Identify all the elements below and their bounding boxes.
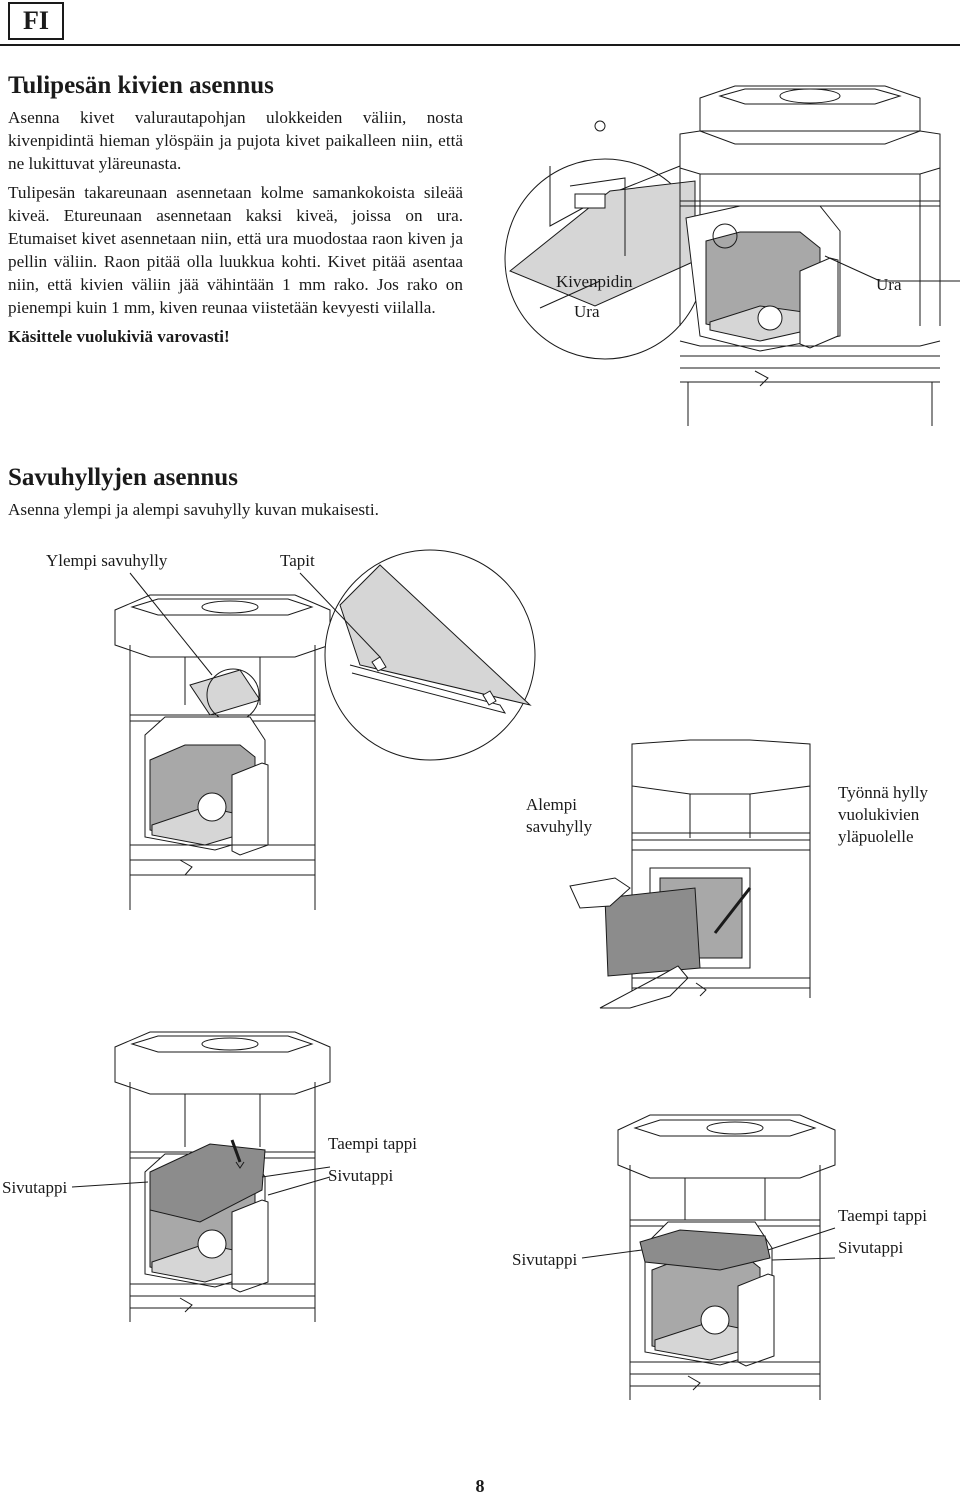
label-ylempi-savuhylly: Ylempi savuhylly <box>46 551 168 570</box>
stove-illustration <box>0 1022 440 1322</box>
section1-body: Asenna kivet valurautapohjan ulokkeiden … <box>8 106 463 347</box>
label-line: Työnnä hylly <box>838 783 928 802</box>
paragraph: Asenna kivet valurautapohjan ulokkeiden … <box>8 108 463 173</box>
label-ura-left: Ura <box>574 302 600 321</box>
label-alempi-savuhylly: Alempi savuhylly <box>526 794 592 838</box>
label-ura-right: Ura <box>876 275 902 294</box>
label-tyonna-hylly: Työnnä hylly vuolukivien yläpuolelle <box>838 782 928 848</box>
figure-upper-shelf: Ylempi savuhylly Tapit <box>0 545 560 915</box>
header-rule <box>0 44 960 46</box>
page-number: 8 <box>475 1476 485 1496</box>
stove-illustration <box>500 1110 960 1400</box>
label-sivutappi-right: Sivutappi <box>328 1166 394 1185</box>
language-badge: FI <box>8 2 64 40</box>
label-line: yläpuolelle <box>838 827 914 846</box>
section-title-smoke-shelves: Savuhyllyjen asennus <box>8 464 238 491</box>
language-code: FI <box>23 6 49 35</box>
section2-intro: Asenna ylempi ja alempi savuhylly kuvan … <box>8 500 379 519</box>
figure-stone-installation: Kivenpidin Ura Ura <box>500 86 960 426</box>
label-kivenpidin: Kivenpidin <box>556 272 633 291</box>
paragraph: Tulipesän takareunaan asennetaan kolme s… <box>8 183 463 317</box>
figure-side-pins-left: Sivutappi Taempi tappi Sivutappi <box>0 1022 440 1322</box>
label-sivutappi-left: Sivutappi <box>2 1178 68 1197</box>
label-sivutappi-left: Sivutappi <box>512 1250 578 1269</box>
stove-illustration <box>0 545 560 915</box>
figure-side-pins-right: Sivutappi Taempi tappi Sivutappi <box>500 1110 960 1400</box>
section-title-stone-installation: Tulipesän kivien asennus <box>8 72 274 99</box>
label-taempi-tappi: Taempi tappi <box>328 1134 417 1153</box>
stove-illustration <box>500 86 960 426</box>
label-line: vuolukivien <box>838 805 920 824</box>
label-sivutappi-right: Sivutappi <box>838 1238 904 1257</box>
figure-lower-shelf: Alempi savuhylly Työnnä hylly vuolukivie… <box>520 738 960 1008</box>
label-taempi-tappi: Taempi tappi <box>838 1206 927 1225</box>
stove-illustration <box>520 738 960 1008</box>
warning-text: Käsittele vuolukiviä varovasti! <box>8 327 230 346</box>
label-tapit: Tapit <box>280 551 315 570</box>
label-line: Alempi <box>526 795 577 814</box>
label-line: savuhylly <box>526 817 593 836</box>
